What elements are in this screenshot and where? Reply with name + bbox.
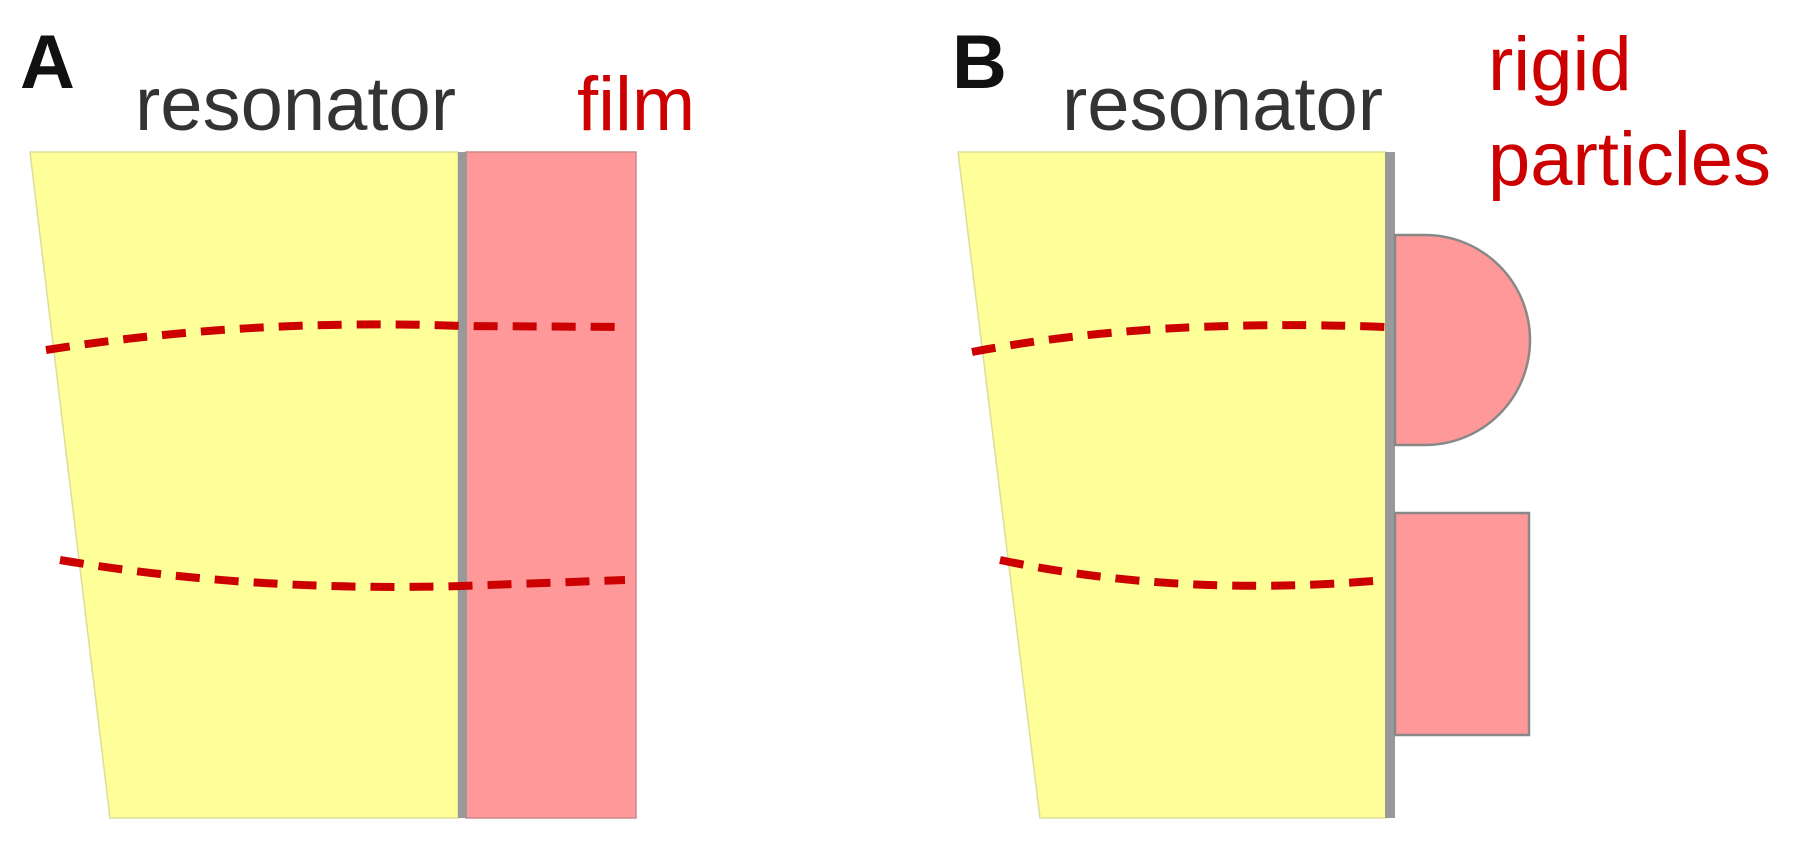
panel-b: B resonator rigid particles — [952, 20, 1771, 819]
interface-line-b — [1385, 152, 1395, 818]
wave-line-b-upper — [971, 321, 1386, 356]
resonator-label-a: resonator — [135, 62, 456, 147]
wave-line-a-lower — [59, 556, 626, 591]
film-label: film — [577, 62, 695, 147]
rigid-particles-label-line1: rigid — [1488, 22, 1632, 107]
panel-letter-a: A — [20, 20, 75, 105]
rigid-particle-half-disc — [1393, 233, 1532, 447]
wave-line-b-lower — [999, 556, 1386, 590]
interface-line-a — [458, 152, 467, 818]
wave-line-a-upper — [45, 320, 626, 354]
rigid-particles-label-line2: particles — [1488, 117, 1771, 202]
resonator-body-b — [957, 151, 1387, 819]
resonator-body-a — [29, 151, 459, 819]
rigid-particle-rectangle — [1393, 511, 1531, 737]
film-layer — [465, 151, 637, 819]
panel-letter-b: B — [952, 20, 1007, 105]
resonator-label-b: resonator — [1062, 62, 1383, 147]
panel-a: A resonator film — [20, 20, 695, 819]
